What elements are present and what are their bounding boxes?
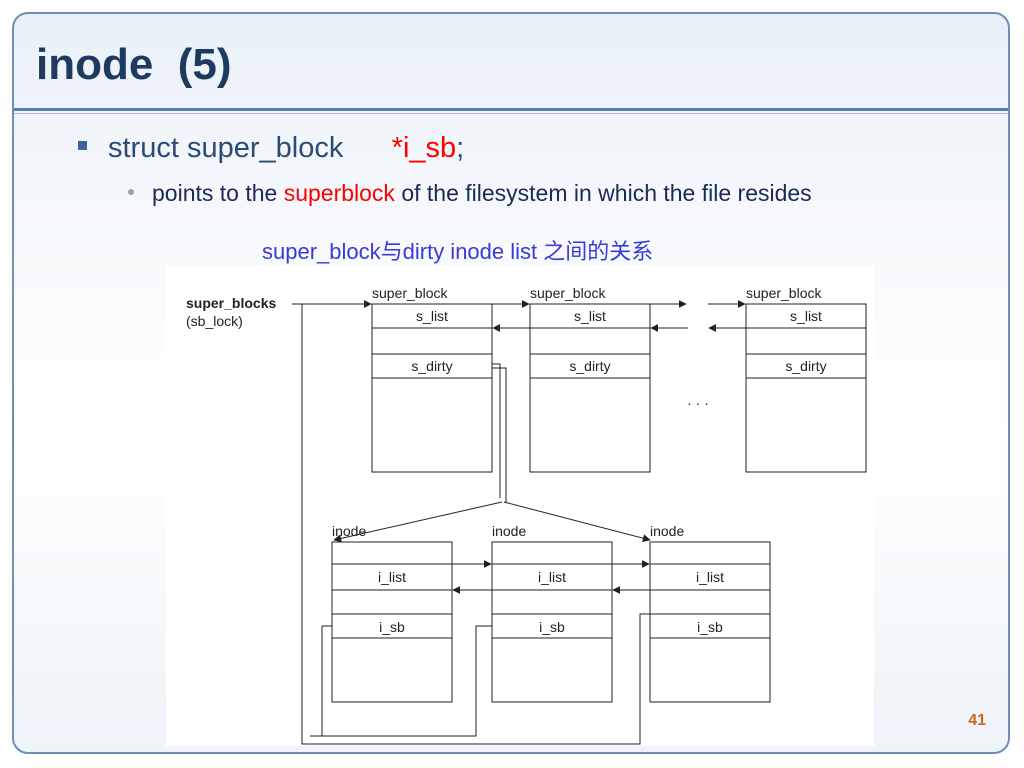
super-blocks-lock-label: (sb_lock): [186, 313, 243, 329]
diagram-svg: super_blocks (sb_lock) super_block super…: [186, 285, 867, 745]
bullet-level1: struct super_block *i_sb;: [78, 132, 464, 264]
diagram-labels: super_blocks (sb_lock) super_block super…: [186, 285, 827, 635]
i-list-label-2: i_list: [538, 569, 566, 585]
i-sb-label-3: i_sb: [697, 619, 723, 635]
bullet2-suffix: of the filesystem in which the file resi…: [394, 180, 812, 206]
inode-label-3: inode: [650, 523, 684, 539]
title-divider: [14, 108, 1008, 111]
super-block-label-2: super_block: [530, 285, 606, 301]
super-block-box-3: [745, 303, 867, 473]
round-bullet-icon: [128, 189, 134, 195]
superblock-inode-diagram: super_blocks (sb_lock) super_block super…: [166, 266, 874, 746]
bullet2-highlight: superblock: [283, 180, 395, 206]
super-block-label-3: super_block: [746, 285, 822, 301]
title-divider-thin: [14, 113, 1008, 114]
bullet1-prefix: struct super_block: [108, 132, 392, 164]
inode-label-2: inode: [492, 523, 526, 539]
super-block-label-1: super_block: [372, 285, 448, 301]
slide-frame: inode (5) struct super_block *i_sb; poin…: [12, 12, 1010, 754]
s-list-label-3: s_list: [790, 308, 822, 324]
i-sb-label-1: i_sb: [379, 619, 405, 635]
bullet-level2-text: points to the superblock of the filesyst…: [152, 180, 812, 207]
inode-box-2: [491, 541, 613, 703]
bullet2-prefix: points to the: [152, 180, 284, 206]
square-bullet-icon: [78, 141, 87, 150]
bullet1-suffix: ;: [456, 132, 465, 164]
s-dirty-label-2: s_dirty: [569, 358, 610, 374]
i-list-label-1: i_list: [378, 569, 406, 585]
s-dirty-label-3: s_dirty: [785, 358, 826, 374]
inode-label-1: inode: [332, 523, 366, 539]
i-sb-label-2: i_sb: [539, 619, 565, 635]
inode-box-3: [649, 541, 771, 703]
super-block-box-2: [529, 303, 651, 473]
bullet-level2: points to the superblock of the filesyst…: [128, 180, 812, 288]
slide-title: inode (5): [36, 40, 232, 89]
i-list-label-3: i_list: [696, 569, 724, 585]
s-list-label-2: s_list: [574, 308, 606, 324]
bullet1-highlight: *i_sb: [391, 132, 457, 164]
ellipsis-label: · · ·: [687, 395, 709, 411]
super-blocks-head-label: super_blocks: [186, 295, 276, 311]
inode-box-1: [331, 541, 453, 703]
s-list-label-1: s_list: [416, 308, 448, 324]
super-block-box-1: [371, 303, 493, 473]
s-dirty-label-1: s_dirty: [411, 358, 452, 374]
bullet-level1-text: struct super_block *i_sb;: [108, 132, 464, 165]
page-number: 41: [968, 712, 986, 729]
diagram-caption: super_block与dirty inode list 之间的关系: [262, 239, 654, 264]
